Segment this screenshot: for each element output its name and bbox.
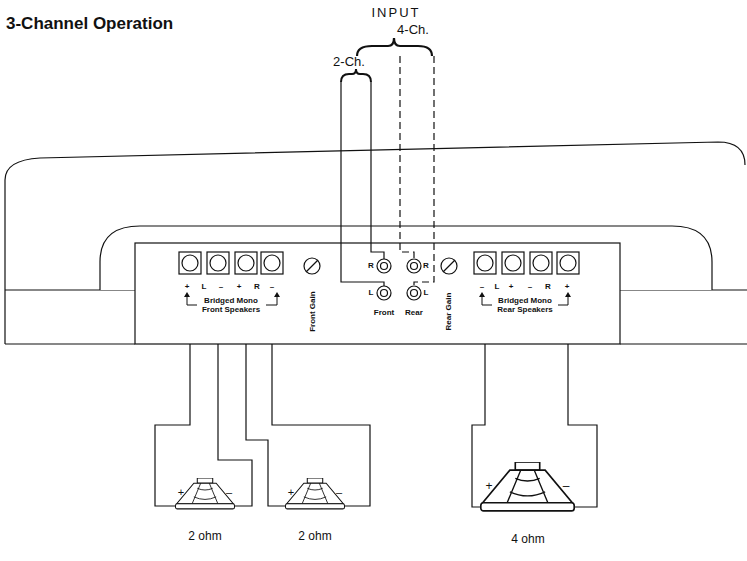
input-brace bbox=[341, 69, 371, 82]
terminal-label: + bbox=[237, 282, 242, 291]
gain-label: Front Gain bbox=[307, 292, 316, 332]
channel-label: 4-Ch. bbox=[397, 23, 429, 38]
terminal-label: R bbox=[423, 261, 429, 270]
polarity-mark: – bbox=[226, 486, 232, 499]
input-brace bbox=[357, 38, 432, 56]
terminal-label: + bbox=[185, 282, 190, 291]
bridge-label: Bridged Mono Rear Speakers bbox=[494, 296, 556, 314]
rca-jack bbox=[377, 259, 421, 300]
polarity-mark: + bbox=[178, 486, 184, 499]
speaker bbox=[176, 478, 235, 509]
terminal-label: L bbox=[369, 288, 374, 297]
terminal-label: L bbox=[202, 282, 207, 291]
jack-label: Rear bbox=[405, 308, 423, 317]
jack-label: Front bbox=[374, 308, 394, 317]
speaker-terminal bbox=[179, 252, 579, 274]
terminal-label: L bbox=[424, 288, 429, 297]
input-lead-dashed bbox=[400, 56, 434, 286]
channel-label: 2-Ch. bbox=[333, 55, 365, 70]
speaker bbox=[481, 462, 574, 511]
bridge-label: Bridged Mono Front Speakers bbox=[198, 296, 264, 314]
gain-screw bbox=[304, 258, 457, 274]
terminal-label: – bbox=[219, 282, 223, 291]
terminal-label: + bbox=[565, 282, 570, 291]
terminal-label: – bbox=[480, 282, 484, 291]
gain-label: Rear Gain bbox=[444, 293, 453, 331]
terminal-label: R bbox=[368, 261, 374, 270]
polarity-mark: + bbox=[288, 486, 294, 499]
impedance-label: 4 ohm bbox=[511, 533, 544, 547]
speaker bbox=[286, 478, 345, 509]
polarity-mark: + bbox=[485, 480, 492, 494]
input-label: INPUT bbox=[372, 6, 421, 21]
impedance-label: 2 ohm bbox=[298, 530, 331, 544]
polarity-mark: – bbox=[563, 480, 570, 494]
terminal-label: + bbox=[509, 282, 514, 291]
terminal-label: L bbox=[495, 282, 500, 291]
impedance-label: 2 ohm bbox=[188, 530, 221, 544]
terminal-panel bbox=[135, 243, 620, 344]
terminal-label: – bbox=[528, 282, 532, 291]
terminal-label: – bbox=[270, 282, 274, 291]
terminal-label: R bbox=[545, 282, 551, 291]
input-lead bbox=[341, 82, 384, 286]
diagram-title: 3-Channel Operation bbox=[6, 14, 173, 34]
polarity-mark: – bbox=[336, 486, 342, 499]
amp-housing bbox=[5, 142, 745, 344]
terminal-label: R bbox=[254, 282, 260, 291]
